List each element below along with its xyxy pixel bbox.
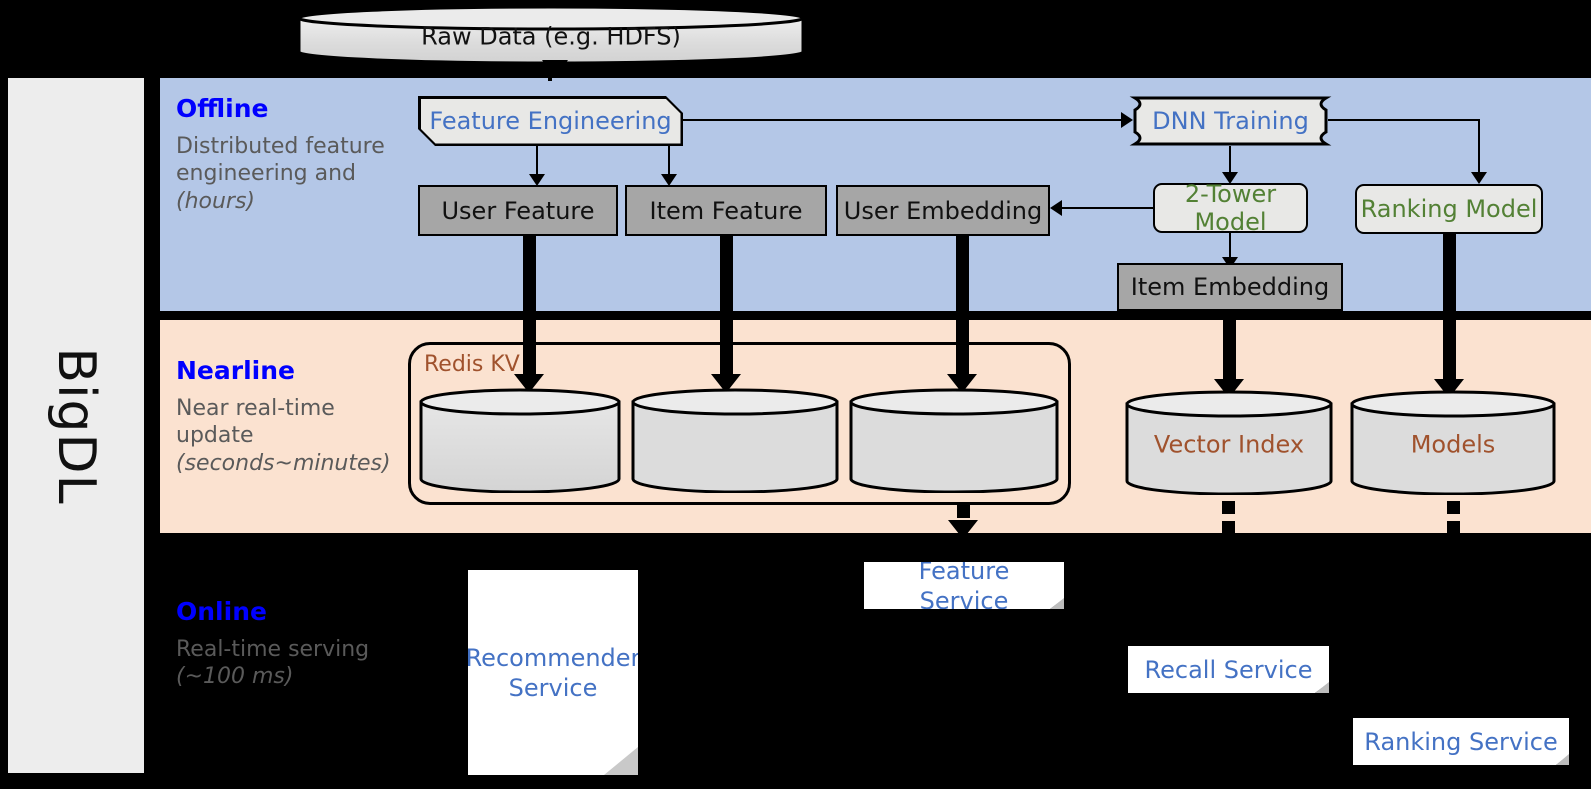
recommender-service-label: Recommender Service <box>465 643 641 702</box>
offline-desc: Distributed feature engineering and (hou… <box>176 133 385 214</box>
edge-dnn-ranking-h <box>1328 119 1480 121</box>
node-item-embedding[interactable]: Item Embedding <box>1117 263 1343 311</box>
item-embedding-label: Item Embedding <box>1130 273 1330 301</box>
ranking-service-fold-icon <box>1556 754 1569 765</box>
arrowhead-twotower-userembedding <box>1050 200 1062 216</box>
vector-index-cylinder[interactable]: Vector Index <box>1124 390 1334 495</box>
nearline-title: Nearline <box>176 356 295 385</box>
edge-dash-vectorindex-recall-2 <box>1222 521 1235 534</box>
edge-dash-store3-featureservice <box>957 505 970 518</box>
edge-itemembedding-vectorindex <box>1223 311 1236 386</box>
edge-dash-models-ranking-1 <box>1447 501 1460 514</box>
arrowhead-dnn-twotower <box>1222 172 1238 184</box>
node-two-tower-model[interactable]: 2-Tower Model <box>1153 180 1308 236</box>
arrowhead-store3-featureservice <box>948 520 978 539</box>
service-ranking[interactable]: Ranking Service <box>1353 718 1569 765</box>
models-label: Models <box>1410 429 1496 458</box>
ranking-service-label: Ranking Service <box>1364 727 1558 756</box>
node-feature-engineering[interactable]: Feature Engineering <box>418 96 683 146</box>
edge-fe-userfeature <box>536 146 538 178</box>
bigdl-label: BigDL <box>46 346 106 505</box>
vector-index-label: Vector Index <box>1153 429 1305 458</box>
online-desc: Real-time serving (~100 ms) <box>176 636 370 690</box>
feature-service-fold-icon <box>1050 598 1064 609</box>
online-caption: Online Real-time serving (~100 ms) <box>176 597 391 691</box>
dnn-training-label: DNN Training <box>1152 107 1309 135</box>
arrowhead-itemfeature-store2 <box>711 374 741 393</box>
node-item-feature[interactable]: Item Feature <box>625 185 827 236</box>
two-tower-model-label: 2-Tower Model <box>1184 180 1277 236</box>
arrowhead-fe-itemfeature <box>661 174 677 186</box>
recall-service-label: Recall Service <box>1144 655 1313 684</box>
service-feature[interactable]: Feature Service <box>864 562 1064 609</box>
store-cylinder-1[interactable] <box>418 388 622 493</box>
feature-engineering-label: Feature Engineering <box>429 107 672 135</box>
edge-twotower-userembedding <box>1062 207 1154 209</box>
edge-dash-models-ranking-2 <box>1447 521 1460 534</box>
store-cylinder-2[interactable] <box>630 388 840 493</box>
feature-service-label: Feature Service <box>918 556 1010 615</box>
offline-caption: Offline Distributed feature engineering … <box>176 94 391 215</box>
raw-data-label: Raw Data (e.g. HDFS) <box>421 22 681 51</box>
node-dnn-training[interactable]: DNN Training <box>1129 96 1332 146</box>
edge-dnn-ranking-v <box>1478 119 1480 176</box>
service-recommender[interactable]: Recommender Service <box>468 570 638 775</box>
arrowhead-userfeature-store1 <box>514 374 544 393</box>
edge-twotower-itememb <box>1229 233 1231 261</box>
raw-data-cylinder: Raw Data (e.g. HDFS) <box>296 5 806 65</box>
arrowhead-dnn-ranking <box>1471 172 1487 184</box>
node-ranking-model[interactable]: Ranking Model <box>1355 184 1543 234</box>
user-feature-label: User Feature <box>441 196 595 225</box>
nearline-caption: Nearline Near real-time update (seconds~… <box>176 356 391 477</box>
edge-dnn-twotower <box>1229 146 1231 176</box>
edge-rankingmodel-models <box>1443 234 1456 386</box>
nearline-desc: Near real-time update (seconds~minutes) <box>176 395 391 476</box>
recall-service-fold-icon <box>1315 682 1329 693</box>
models-cylinder[interactable]: Models <box>1349 390 1557 495</box>
online-title: Online <box>176 597 267 626</box>
arrowhead-rawdata-fe <box>542 60 568 78</box>
user-embedding-label: User Embedding <box>843 196 1043 225</box>
arrowhead-fe-userfeature <box>529 174 545 186</box>
edge-fe-itemfeature <box>668 146 670 178</box>
item-feature-label: Item Feature <box>649 196 803 225</box>
arrowhead-userembedding-store3 <box>947 374 977 393</box>
node-user-feature[interactable]: User Feature <box>418 185 618 236</box>
edge-fe-dnn <box>683 119 1123 121</box>
redis-kv-container <box>408 342 1071 505</box>
edge-dash-vectorindex-recall-1 <box>1222 501 1235 514</box>
node-user-embedding[interactable]: User Embedding <box>836 185 1050 236</box>
store-cylinder-3[interactable] <box>848 388 1060 493</box>
offline-title: Offline <box>176 94 269 123</box>
arrowhead-fe-dnn <box>1121 112 1133 128</box>
bigdl-sidebar: BigDL <box>8 78 144 773</box>
ranking-model-label: Ranking Model <box>1360 195 1538 223</box>
redis-kv-label: Redis KV <box>424 352 520 377</box>
service-recall[interactable]: Recall Service <box>1128 646 1329 693</box>
